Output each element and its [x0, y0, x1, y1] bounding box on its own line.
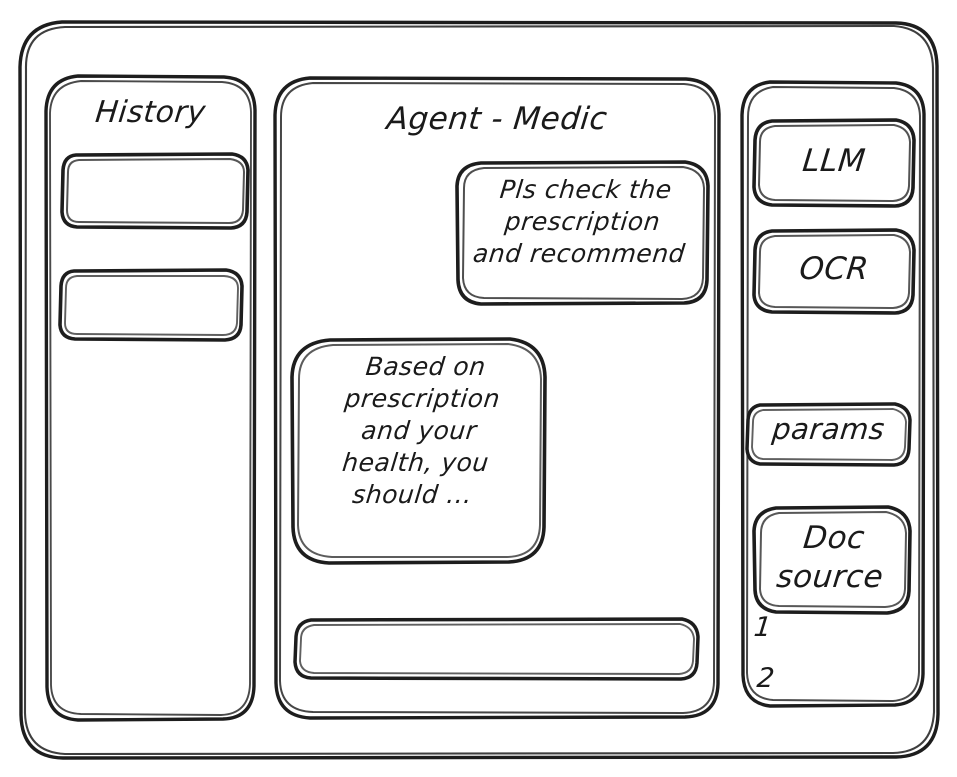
tool-button-llm-label: LLM [800, 143, 868, 179]
doc-source-entry[interactable]: 2 [755, 663, 776, 694]
tool-button-params-label: params [770, 412, 887, 446]
doc-source-entry[interactable]: 1 [752, 612, 773, 643]
history-title: History [93, 95, 208, 130]
chat-bubble-agent-text: Based on prescription and your health, y… [340, 352, 502, 509]
tool-button-params[interactable]: params [745, 402, 912, 467]
chat-bubble-agent: Based on prescription and your health, y… [288, 337, 550, 565]
history-item[interactable] [60, 152, 250, 230]
tool-button-ocr-label: OCR [797, 251, 871, 287]
tool-button-ocr[interactable]: OCR [752, 228, 916, 315]
chat-bubble-user-text: Pls check the prescription and recommend [471, 175, 687, 268]
chat-bubble-user: Pls check the prescription and recommend [455, 160, 710, 306]
doc-source-button[interactable]: Doc source [752, 505, 912, 615]
page-title: Agent - Medic [385, 101, 610, 137]
tool-button-llm[interactable]: LLM [752, 118, 916, 208]
doc-source-label: Doc source [774, 520, 886, 595]
message-input[interactable] [293, 617, 700, 681]
history-item[interactable] [58, 268, 244, 342]
